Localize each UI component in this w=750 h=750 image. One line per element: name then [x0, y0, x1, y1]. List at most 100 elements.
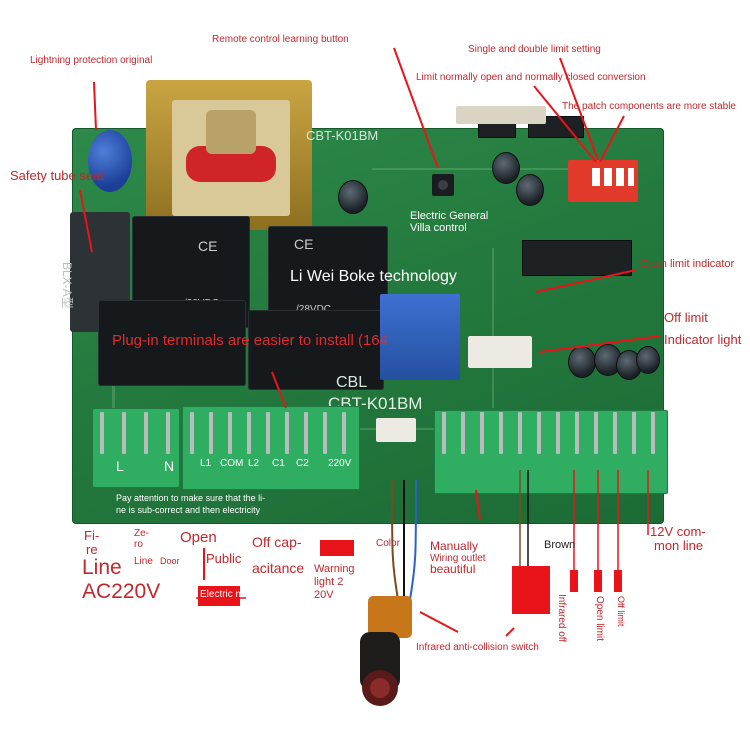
header-connector [456, 106, 546, 124]
terminal-pin [518, 412, 522, 454]
motor-block [198, 586, 240, 606]
terminal-pin [461, 412, 465, 454]
label-door: Door [160, 556, 180, 566]
label-warning-2: light 2 [314, 576, 344, 588]
capacitor [492, 152, 520, 184]
label-wiring-outlet: Wiring outlet [430, 553, 486, 564]
terminal-pin [323, 412, 327, 454]
board-model-top: CBT-K01BM [306, 128, 379, 143]
terminal-block-io [434, 410, 668, 494]
label-ac220v: AC220V [82, 580, 161, 603]
label-electric-motor: Electric motor [200, 589, 262, 600]
label-zero-1: Ze- [134, 528, 149, 539]
callout-lightning: Lightning protection original [30, 55, 153, 66]
terminal-label-L1: L1 [200, 458, 212, 469]
relay-lower-left [98, 300, 246, 386]
terminal-pin [480, 412, 484, 454]
relay-lower-mid [248, 310, 384, 390]
terminal-pin [266, 412, 270, 454]
terminal-pin [499, 412, 503, 454]
infrared-block [512, 566, 550, 614]
label-fire-1: Fi- [84, 528, 100, 543]
label-brown: Brown [544, 539, 576, 551]
terminal-pin [166, 412, 170, 454]
label-12v-1: 12V com- [650, 524, 706, 539]
terminal-pin [285, 412, 289, 454]
callout-remote-learning: Remote control learning button [212, 34, 349, 45]
capacitor [636, 346, 660, 374]
terminal-pin [537, 412, 541, 454]
white-connector [468, 336, 532, 368]
terminal-pin [575, 412, 579, 454]
callout-open-limit-indicator: Open limit indicator [640, 258, 735, 270]
label-infrared-off: Infrared off [556, 594, 567, 643]
label-warning-1: Warning [314, 563, 355, 575]
label-manually: Manually [430, 539, 479, 553]
white-connector [376, 418, 416, 442]
terminal-pin [209, 412, 213, 454]
terminal-pin [122, 412, 126, 454]
transformer [146, 80, 312, 230]
terminal-pin [632, 412, 636, 454]
callout-plug-in: Plug-in terminals are easier to install … [112, 332, 388, 349]
label-warning-3: 20V [314, 589, 334, 601]
terminal-pin [556, 412, 560, 454]
callout-off-limit: Off limit [664, 310, 708, 325]
callout-electric-general: Electric General [410, 210, 489, 222]
terminal-label-C2: C2 [296, 458, 309, 469]
label-fire-2: re [86, 542, 98, 557]
brand-label: Li Wei Boke technology [290, 268, 457, 285]
terminal-pin [144, 412, 148, 454]
wire-tag [594, 570, 602, 592]
terminal-pin [304, 412, 308, 454]
terminal-pin [247, 412, 251, 454]
label-infrared-switch: Infrared anti-collision switch [416, 642, 539, 653]
capacitor [516, 174, 544, 206]
attention-line-1: Pay attention to make sure that the li- [116, 493, 266, 503]
label-open-limit: Open limit [594, 596, 605, 642]
terminal-block-power [92, 408, 180, 488]
wire-tag [570, 570, 578, 592]
board-model-mid: CBL [336, 374, 368, 391]
label-12v-2: mon line [654, 538, 704, 553]
label-zero-2: ro [134, 539, 143, 550]
learning-button [432, 174, 454, 196]
terminal-pin [100, 412, 104, 454]
blue-relay [380, 294, 460, 380]
wire-tag [614, 570, 622, 592]
terminal-pin [228, 412, 232, 454]
label-color: Color [376, 538, 400, 549]
label-zero-3: Line [134, 556, 153, 567]
terminal-label-C1: C1 [272, 458, 285, 469]
label-beautiful: beautiful [430, 562, 476, 576]
terminal-pin [594, 412, 598, 454]
terminal-label-L: L [116, 458, 124, 474]
terminal-pin [442, 412, 446, 454]
callout-safety-tube: Safety tube seat [10, 168, 104, 183]
label-open: Open [180, 529, 217, 546]
dip-switch [568, 160, 638, 202]
terminal-pin [342, 412, 346, 454]
blue-varistor [88, 130, 132, 192]
label-public: Public [206, 551, 242, 566]
callout-indicator-light: Indicator light [664, 332, 742, 347]
callout-patch-components: The patch components are more stable [562, 101, 736, 112]
terminal-label-COM: COM [220, 458, 244, 469]
attention-line-2: ne is sub-correct and then electricity [116, 505, 261, 515]
capacitor [338, 180, 368, 214]
terminal-pin [613, 412, 617, 454]
ic-chip [522, 240, 632, 276]
warning-light-block [320, 540, 354, 556]
terminal-label-N: N [164, 458, 175, 474]
callout-single-double-limit: Single and double limit setting [468, 44, 601, 55]
terminal-label-L2: L2 [248, 458, 260, 469]
callout-villa-control: Villa control [410, 222, 467, 234]
label-off-cap-2: acitance [252, 560, 305, 576]
label-off-cap-1: Off cap- [252, 534, 302, 550]
callout-limit-conversion: Limit normally open and normally closed … [416, 72, 646, 83]
label-off-limit-v: Off limit [616, 596, 626, 627]
terminal-label-220V: 220V [328, 458, 352, 469]
label-line-big: Line [82, 556, 122, 579]
terminal-pin [190, 412, 194, 454]
